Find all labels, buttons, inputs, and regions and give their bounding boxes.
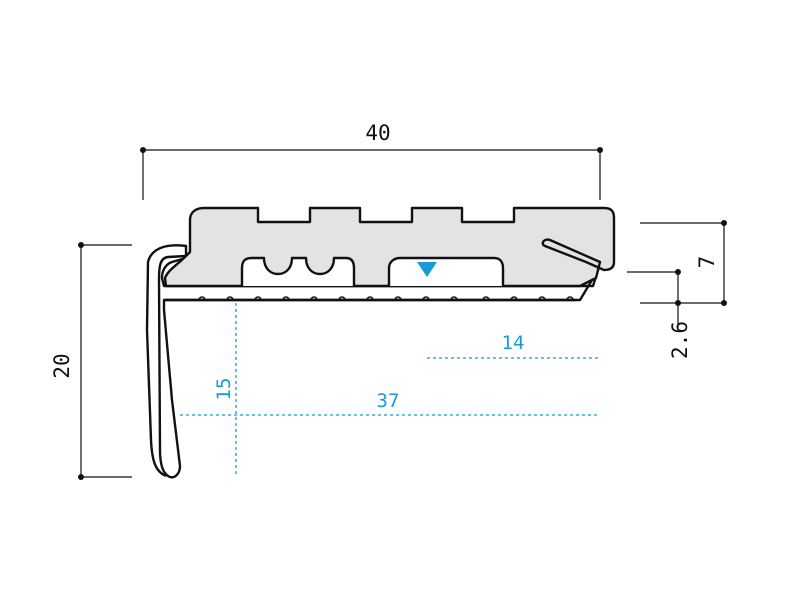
height-arrow-top: [78, 242, 84, 248]
serration-bump: [310, 296, 318, 301]
anti-slip-insert: [163, 206, 616, 288]
inner-depth-label: 15: [213, 378, 235, 401]
serration-bump: [422, 296, 430, 301]
inner-annotations: 15 37 14: [180, 303, 598, 475]
inner-width-label: 37: [377, 390, 400, 412]
serration-bump: [198, 296, 206, 301]
top-width-label: 14: [502, 332, 525, 354]
lip-height-dimension: 2.6: [627, 269, 692, 359]
width-arrow-left: [140, 147, 146, 153]
serration-bump: [338, 296, 346, 301]
serration-bump: [450, 296, 458, 301]
insert-height-arrow-bottom: [721, 300, 727, 306]
serration-bump: [538, 296, 546, 301]
insert-height-arrow-top: [721, 220, 727, 226]
height-arrow-bottom: [78, 474, 84, 480]
lip-height-label: 2.6: [668, 321, 692, 359]
carrier-profile-outline: [157, 244, 600, 479]
serration-bump: [482, 296, 490, 301]
serration-bump: [510, 296, 518, 301]
insert-channel-left: [240, 256, 356, 286]
carrier-serrations: [198, 296, 574, 301]
lip-height-arrow-bottom: [675, 300, 681, 306]
lip-height-arrow-top: [675, 269, 681, 275]
overall-height-label: 20: [50, 353, 74, 378]
serration-bump: [282, 296, 290, 301]
overall-width-dimension: 40: [140, 121, 603, 200]
overall-width-label: 40: [365, 121, 390, 145]
serration-bump: [254, 296, 262, 301]
triangle-down-icon: [417, 262, 437, 277]
insert-height-dimension: 7: [640, 220, 727, 306]
aluminium-carrier: [145, 244, 600, 479]
insert-height-label: 7: [695, 256, 719, 269]
serration-bump: [566, 296, 574, 301]
overall-height-dimension: 20: [50, 242, 132, 480]
carrier-nose: [145, 244, 187, 478]
width-arrow-right: [597, 147, 603, 153]
serration-bump: [366, 296, 374, 301]
serration-bump: [394, 296, 402, 301]
serration-bump: [226, 296, 234, 301]
insert-channel-right: [387, 256, 505, 286]
